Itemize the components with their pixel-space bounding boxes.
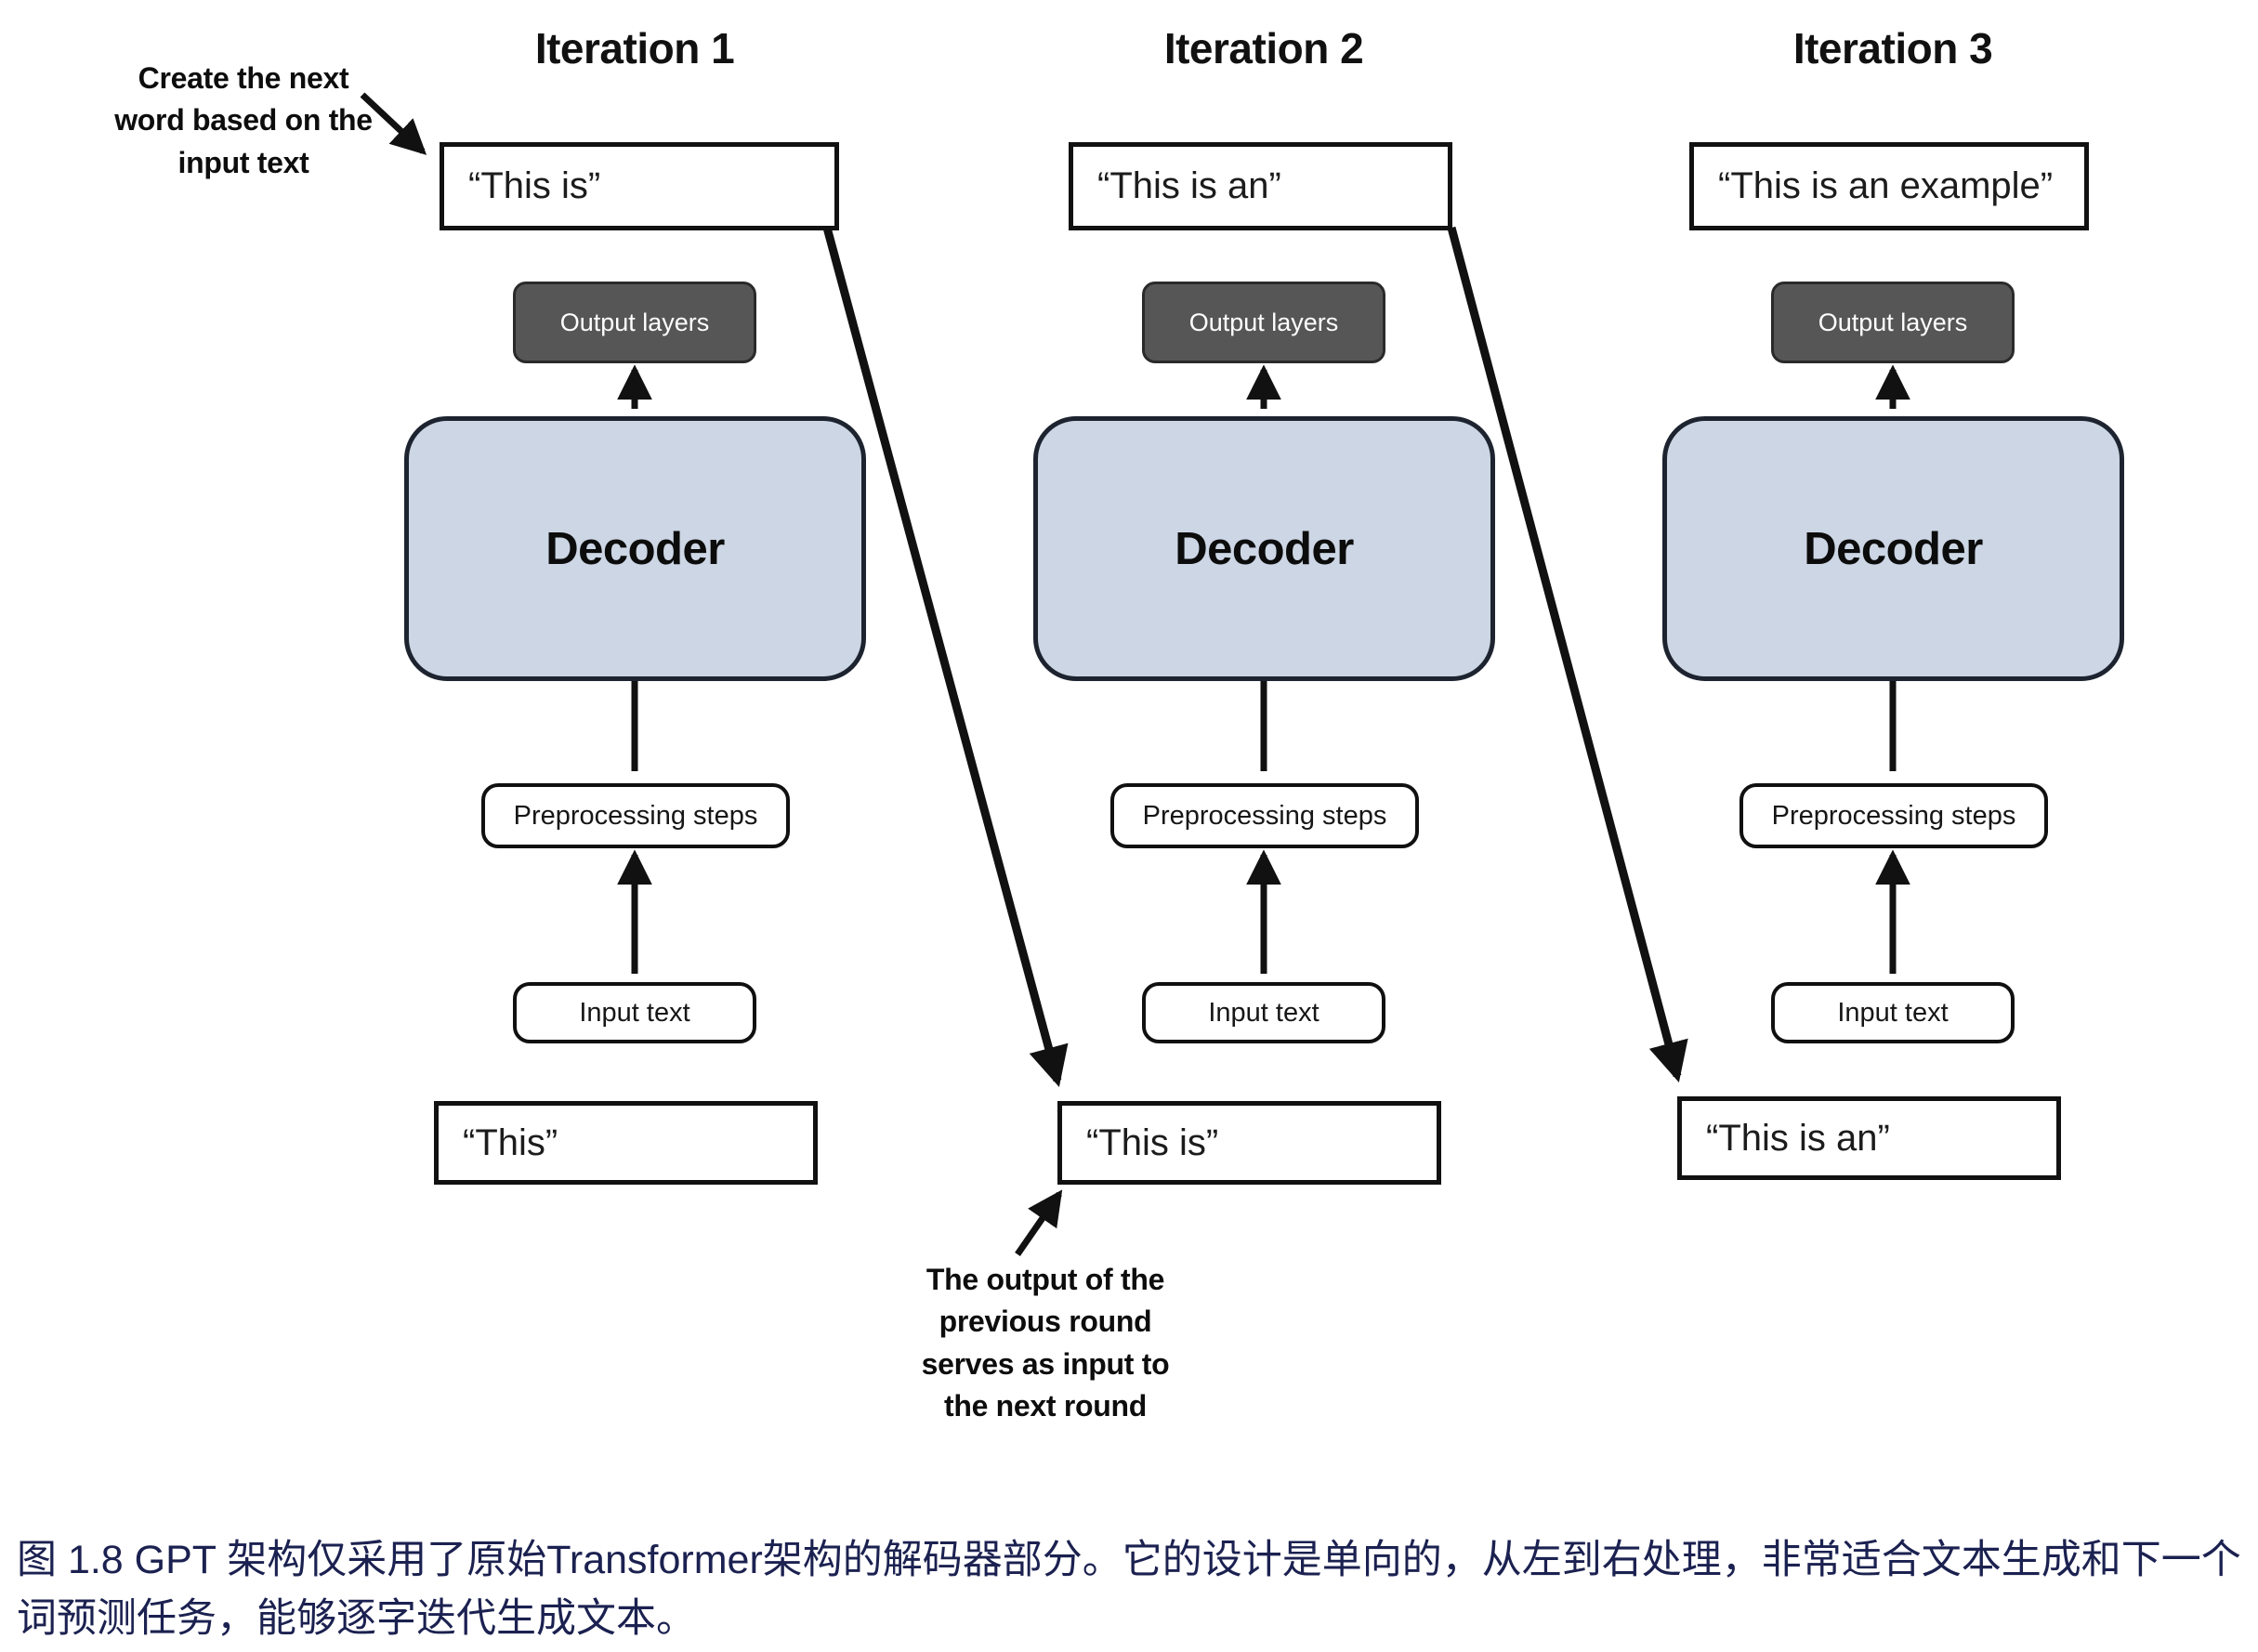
output-layers-box-iteration-3: Output layers xyxy=(1771,282,2015,363)
preprocessing-box-iteration-1: Preprocessing steps xyxy=(481,783,790,848)
input-string-box-iteration-2: “This is” xyxy=(1057,1101,1441,1185)
input-text-label-1: Input text xyxy=(579,997,690,1028)
callout-create-next-word: Create the next word based on the input … xyxy=(104,58,383,184)
preprocessing-box-iteration-3: Preprocessing steps xyxy=(1739,783,2048,848)
bottom-callout-line-3: serves as input to xyxy=(921,1346,1170,1381)
input-string-value-2: “This is” xyxy=(1086,1121,1219,1163)
callout-line-3: input text xyxy=(177,145,309,179)
output-text-value-3: “This is an example” xyxy=(1718,165,2054,206)
preprocessing-label-3: Preprocessing steps xyxy=(1771,800,2016,831)
input-string-value-3: “This is an” xyxy=(1706,1117,1890,1159)
output-text-value-2: “This is an” xyxy=(1097,165,1281,206)
input-text-box-iteration-3: Input text xyxy=(1771,982,2015,1043)
input-string-box-iteration-3: “This is an” xyxy=(1677,1096,2061,1180)
figure-canvas: Create the next word based on the input … xyxy=(104,24,2124,1428)
output-layers-box-iteration-1: Output layers xyxy=(513,282,756,363)
arrow-bottom-callout-to-input-box xyxy=(1015,1189,1063,1256)
decoder-box-iteration-3: Decoder xyxy=(1662,416,2124,681)
output-text-box-iteration-1: “This is” xyxy=(440,142,839,230)
decoder-box-iteration-2: Decoder xyxy=(1033,416,1495,681)
decoder-label-3: Decoder xyxy=(1804,523,1983,574)
preprocessing-box-iteration-2: Preprocessing steps xyxy=(1110,783,1419,848)
preprocessing-label-2: Preprocessing steps xyxy=(1142,800,1387,831)
output-text-box-iteration-2: “This is an” xyxy=(1069,142,1452,230)
decoder-label-2: Decoder xyxy=(1175,523,1354,574)
column-title-iteration-2: Iteration 2 xyxy=(1163,24,1364,72)
input-text-label-2: Input text xyxy=(1208,997,1319,1028)
output-layers-label-1: Output layers xyxy=(559,308,710,336)
output-layers-box-iteration-2: Output layers xyxy=(1142,282,1385,363)
figure-caption: 图 1.8 GPT 架构仅采用了原始Transformer架构的解码器部分。它的… xyxy=(17,1538,2241,1641)
column-title-iteration-3: Iteration 3 xyxy=(1792,24,1993,72)
callout-line-2: word based on the xyxy=(114,103,373,138)
column-title-iteration-1: Iteration 1 xyxy=(534,24,735,72)
input-string-box-iteration-1: “This” xyxy=(434,1101,818,1185)
input-string-value-1: “This” xyxy=(463,1121,558,1163)
input-text-box-iteration-1: Input text xyxy=(513,982,756,1043)
decoder-box-iteration-1: Decoder xyxy=(404,416,866,681)
output-layers-label-2: Output layers xyxy=(1188,308,1339,336)
bottom-callout-line-1: The output of the xyxy=(926,1263,1165,1296)
callout-output-serves-as-input: The output of the previous round serves … xyxy=(892,1259,1199,1428)
input-text-label-3: Input text xyxy=(1837,997,1949,1028)
output-layers-label-3: Output layers xyxy=(1818,308,1968,336)
callout-line-1: Create the next xyxy=(138,61,349,95)
bottom-callout-line-4: the next round xyxy=(943,1389,1148,1423)
output-text-box-iteration-3: “This is an example” xyxy=(1689,142,2089,230)
decoder-label-1: Decoder xyxy=(545,523,725,574)
input-text-box-iteration-2: Input text xyxy=(1142,982,1385,1043)
output-text-value-1: “This is” xyxy=(468,165,601,206)
preprocessing-label-1: Preprocessing steps xyxy=(513,800,758,831)
bottom-callout-line-2: previous round xyxy=(939,1305,1152,1339)
